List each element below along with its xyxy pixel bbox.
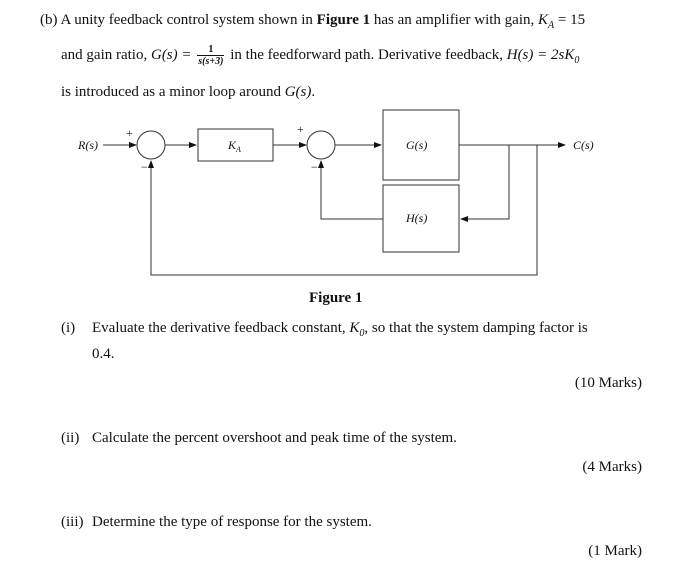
sum2-minus: −	[311, 160, 318, 174]
question-1-text-a: Evaluate the derivative feedback constan…	[92, 320, 350, 336]
ka-value: = 15	[554, 12, 586, 28]
question-1-marks: (10 Marks)	[574, 375, 642, 391]
figure-ref: Figure 1	[316, 12, 371, 28]
problem-line-3: is introduced as a minor loop around G(s…	[61, 84, 315, 101]
unity-feedback-line	[148, 145, 538, 276]
question-1-text: Evaluate the derivative feedback constan…	[92, 320, 588, 339]
question-1-text-c: 0.4.	[92, 346, 115, 362]
question-3-text: Determine the type of response for the s…	[92, 514, 372, 530]
problem-label: (b)	[40, 12, 58, 28]
summing-junction-1	[136, 130, 166, 160]
hs-expression: H(s) = 2sK	[506, 46, 575, 63]
h-to-sum2-line	[318, 160, 383, 220]
gs-denominator: s(s+3)	[197, 55, 225, 67]
k0-subscript: 0	[359, 328, 365, 339]
k0-symbol: K	[349, 320, 360, 336]
gs-lhs: G(s) =	[150, 46, 196, 63]
problem-text-1a: A unity feedback control system shown in	[60, 12, 317, 28]
h-block-label: H(s)	[405, 211, 427, 225]
problem-text-1b: has an amplifier with gain,	[370, 12, 538, 28]
problem-text-3a: is introduced as a minor loop around	[61, 84, 285, 100]
r-label: R(s)	[77, 138, 98, 152]
ka-symbol: K	[538, 12, 549, 28]
minor-loop-feedback-line	[460, 145, 510, 222]
ka-block-label: KA	[227, 138, 241, 154]
ka-subscript: A	[548, 20, 555, 31]
problem-gs: G(s)	[284, 84, 312, 100]
block-diagram: R(s) C(s) KA G(s) H(s) + − + −	[77, 109, 594, 276]
problem-text-2b: in the feedforward path. Derivative feed…	[226, 46, 507, 63]
question-2-text: Calculate the percent overshoot and peak…	[92, 430, 457, 446]
c-label: C(s)	[573, 138, 594, 152]
g-block-label: G(s)	[406, 138, 427, 152]
sum1-plus: +	[126, 126, 133, 140]
sum1-minus: −	[141, 160, 148, 174]
hs-subscript: 0	[574, 54, 580, 66]
figure-caption: Figure 1	[309, 290, 363, 306]
question-2-marks: (4 Marks)	[582, 459, 642, 475]
gs-numerator: 1	[208, 44, 214, 55]
problem-text-3b: .	[311, 84, 316, 100]
question-2-number: (ii)	[61, 430, 80, 446]
question-1-text-b: , so that the system damping factor is	[364, 320, 588, 336]
question-3-marks: (1 Mark)	[588, 543, 642, 559]
sum2-plus: +	[297, 122, 304, 136]
problem-text-2a: and gain ratio,	[61, 46, 151, 63]
question-3-number: (iii)	[61, 514, 84, 530]
question-1-number: (i)	[61, 320, 76, 336]
problem-line-1: (b) A unity feedback control system show…	[40, 12, 585, 31]
summing-junction-2	[306, 130, 336, 160]
